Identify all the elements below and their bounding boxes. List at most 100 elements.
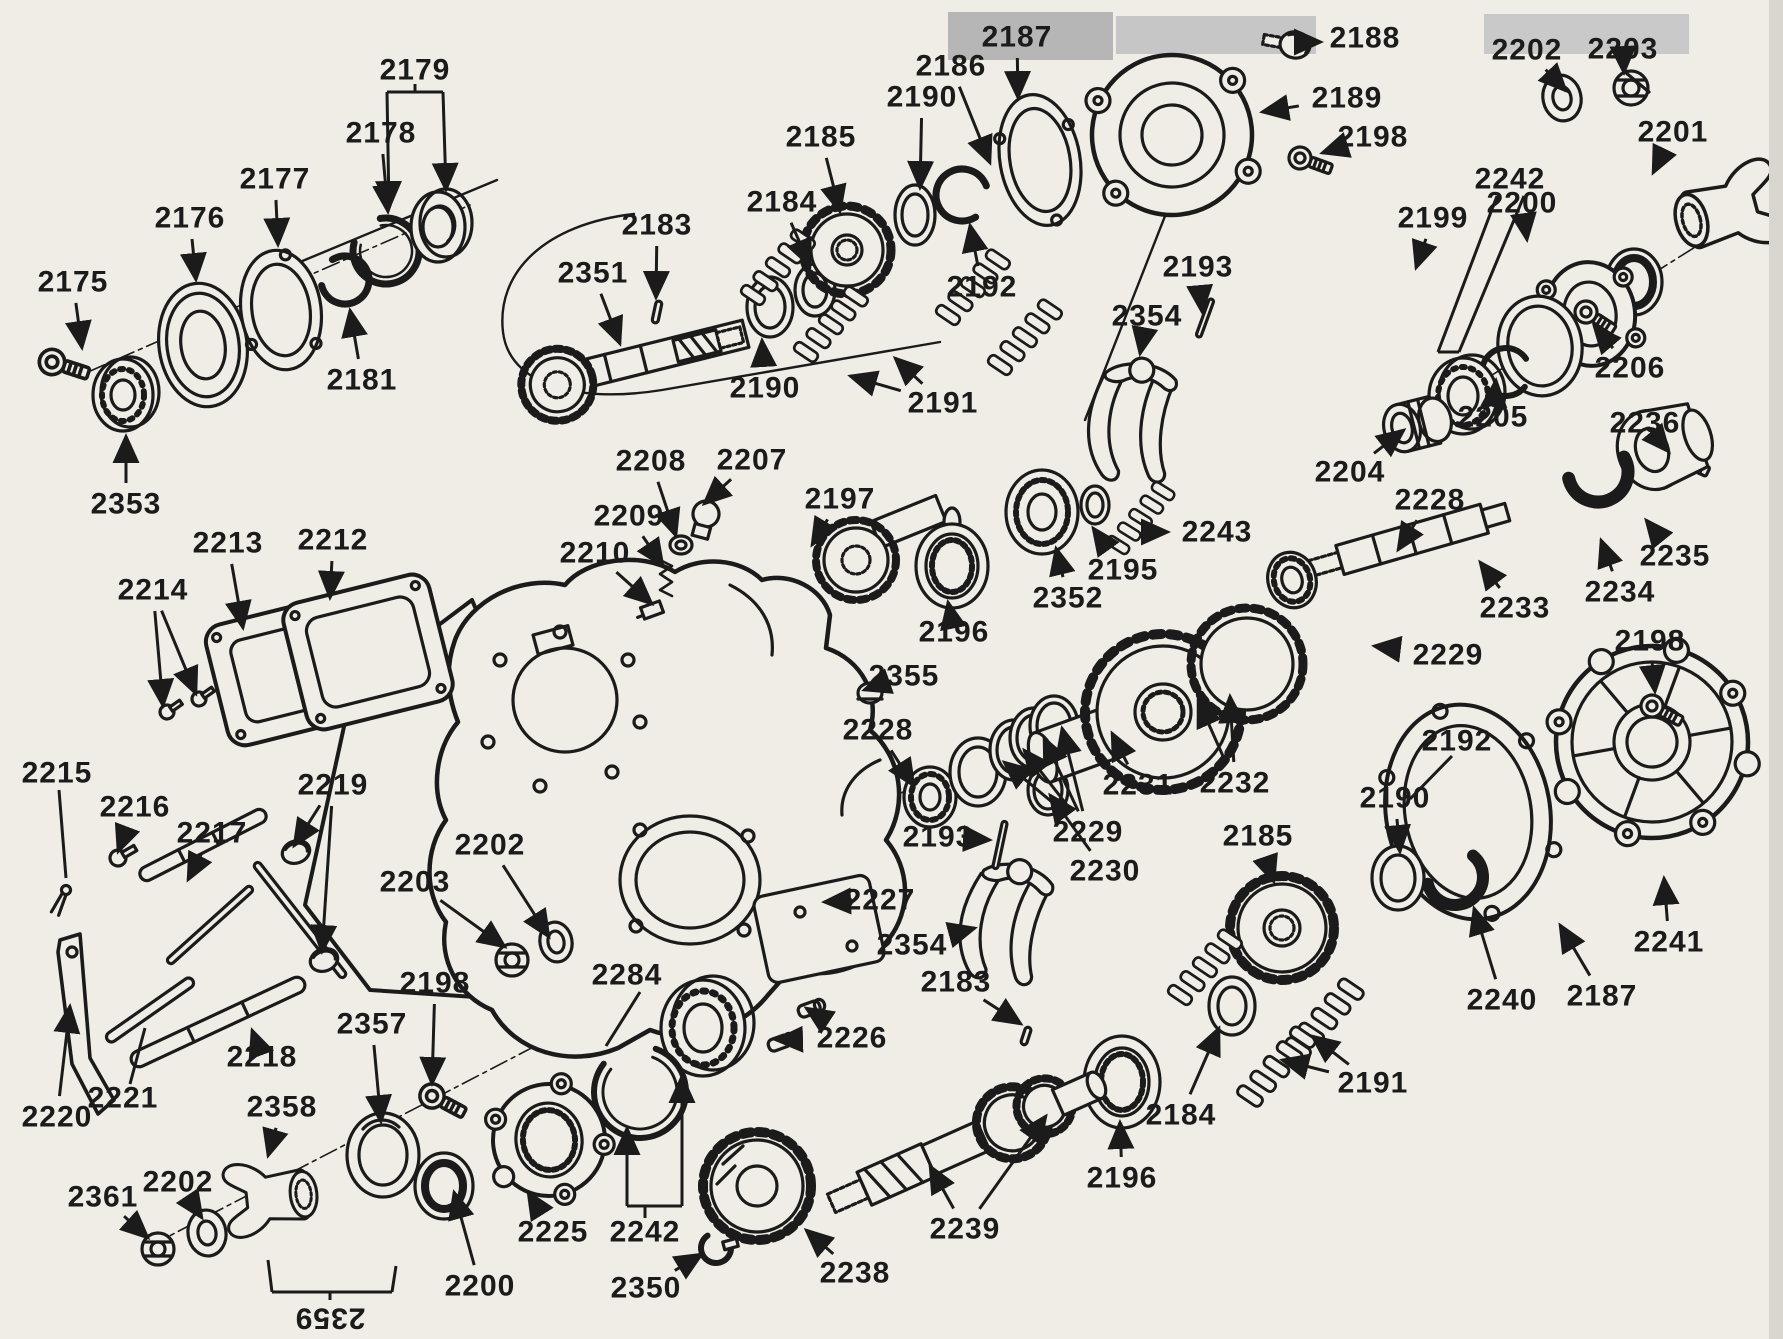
callout-2198: 2198 — [1615, 625, 1686, 658]
leader-2175-0 — [64, 302, 92, 351]
leader-2202-0 — [1537, 62, 1569, 94]
leader-2198-0 — [419, 1003, 447, 1087]
callout-2208: 2208 — [616, 445, 687, 478]
leader-2203-0 — [439, 899, 508, 949]
leader-2221-s0 — [128, 1027, 147, 1085]
leader-2179-s3 — [431, 91, 459, 193]
leader-2209-0 — [636, 535, 665, 569]
leader-2190-0 — [750, 337, 778, 368]
callout-2200: 2200 — [445, 1270, 516, 1303]
callout-2200: 2200 — [1487, 187, 1558, 220]
part-hub-2352 — [1004, 468, 1080, 556]
leader-2205-0 — [1480, 377, 1508, 409]
callout-2195: 2195 — [1088, 554, 1159, 587]
leader-2238-0 — [803, 1228, 836, 1258]
part-gear-2238 — [698, 1127, 816, 1245]
leader-2184-0 — [786, 222, 812, 269]
callout-2220: 2220 — [22, 1101, 93, 1134]
leader-2219-0 — [292, 804, 322, 849]
part-bearing-2179 — [409, 187, 474, 264]
callout-2207: 2207 — [717, 444, 788, 477]
callout-2243: 2243 — [1182, 516, 1253, 549]
callout-2239: 2239 — [930, 1213, 1001, 1246]
callout-2229: 2229 — [1413, 639, 1484, 672]
leader-2229-0 — [1371, 635, 1403, 663]
part-rod-a — [165, 884, 255, 966]
callout-2185: 2185 — [786, 121, 857, 154]
part-bearing-retainer-2189 — [1084, 52, 1262, 218]
callout-2193: 2193 — [903, 821, 974, 854]
leader-2350-0 — [671, 1252, 705, 1280]
part-snap-ring-2195 — [1079, 484, 1111, 526]
leader-2176-0 — [179, 238, 207, 283]
leader-2240-0 — [1468, 905, 1498, 980]
leader-2191-1 — [892, 355, 924, 387]
callout-2190: 2190 — [887, 81, 958, 114]
leader-2226-0 — [803, 1006, 836, 1035]
leader-2242-s0 — [1436, 195, 1499, 353]
leader-2177-0 — [263, 199, 291, 248]
callout-2350: 2350 — [611, 1272, 682, 1305]
callout-2209: 2209 — [594, 500, 665, 533]
callout-2231: 2231 — [1103, 769, 1174, 802]
leader-2198-0 — [1638, 661, 1666, 695]
leader-2228-0 — [888, 749, 916, 789]
callout-2186: 2186 — [916, 50, 987, 83]
part-bearing-2228-center — [902, 765, 958, 829]
part-ring-2190-bottom — [1370, 844, 1426, 912]
callout-2184: 2184 — [1146, 1099, 1217, 1132]
leader-2207-0 — [701, 475, 734, 507]
callout-2236: 2236 — [1610, 407, 1681, 440]
callout-2238: 2238 — [820, 1257, 891, 1290]
part-cotter-pin-2215 — [49, 883, 73, 917]
callout-2175: 2175 — [38, 266, 109, 299]
leader-2200-0 — [1510, 211, 1537, 243]
leader-2192-s0 — [1408, 754, 1454, 801]
leader-2200-0 — [448, 1189, 476, 1266]
leader-2191-1 — [1279, 1053, 1330, 1080]
leader-2202-0 — [501, 864, 551, 940]
callout-2232: 2232 — [1200, 767, 1271, 800]
callout-2217: 2217 — [177, 817, 248, 850]
callout-2234: 2234 — [1585, 576, 1656, 609]
leader-2225-0 — [526, 1189, 554, 1223]
callout-2198: 2198 — [1338, 121, 1409, 154]
leader-2232-1 — [1218, 693, 1246, 763]
callout-2353: 2353 — [91, 488, 162, 521]
callout-2354: 2354 — [877, 929, 948, 962]
part-washer-2208 — [668, 534, 694, 556]
leader-2359-s3 — [390, 1265, 398, 1293]
leader-2239-0 — [928, 1163, 955, 1210]
callout-2192: 2192 — [1422, 725, 1493, 758]
leader-2201-0 — [1651, 142, 1677, 176]
leader-2191-0 — [1309, 1034, 1350, 1066]
callout-2352: 2352 — [1033, 582, 1104, 615]
callout-2225: 2225 — [518, 1216, 589, 1249]
callout-2240: 2240 — [1467, 984, 1538, 1017]
callout-2230: 2230 — [1070, 855, 1141, 888]
callout-2198: 2198 — [400, 967, 471, 1000]
callout-2354: 2354 — [1112, 300, 1183, 333]
leader-2218-0 — [248, 1027, 275, 1061]
scan-band-2 — [1484, 14, 1689, 54]
leader-2230-0 — [1048, 792, 1092, 852]
callout-2227: 2227 — [845, 884, 916, 917]
leader-2358-0 — [262, 1126, 289, 1159]
callout-2216: 2216 — [100, 791, 171, 824]
callout-2351: 2351 — [558, 257, 629, 290]
part-sleeve-2196 — [914, 522, 990, 610]
leader-2214-1 — [160, 610, 199, 697]
leader-2204-0 — [1373, 428, 1407, 458]
leader-2193-0 — [1186, 283, 1214, 315]
callout-2183: 2183 — [921, 966, 992, 999]
leader-2206-0 — [1592, 323, 1622, 356]
callout-2213: 2213 — [193, 527, 264, 560]
leader-2191-0 — [847, 370, 902, 397]
callout-2201: 2201 — [1638, 116, 1709, 149]
leader-2232-0 — [1196, 697, 1228, 763]
callout-2229: 2229 — [1053, 816, 1124, 849]
part-pin-2183 — [650, 299, 664, 325]
leader-2183-0 — [982, 998, 1024, 1026]
callout-2191: 2191 — [1338, 1067, 1409, 1100]
callout-2193: 2193 — [1163, 251, 1234, 284]
